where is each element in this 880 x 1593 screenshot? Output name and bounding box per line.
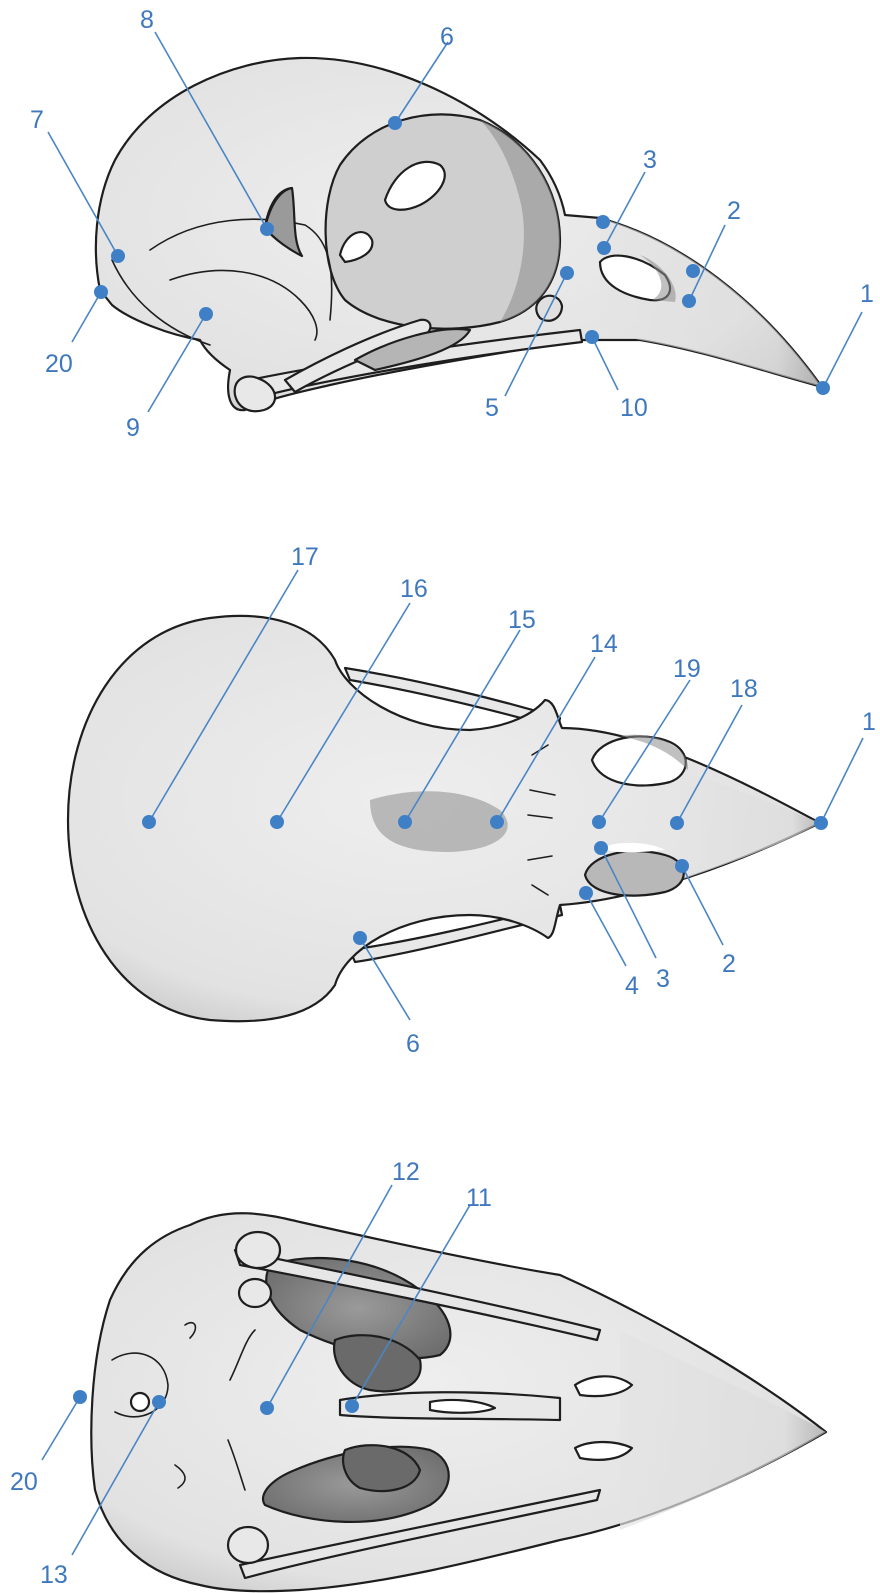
dorsal-label-16: 16	[400, 575, 428, 603]
ventral-marker-11	[345, 1399, 359, 1413]
lateral-marker-3a	[597, 241, 611, 255]
lateral-marker-1	[816, 381, 830, 395]
dorsal-marker-14	[490, 815, 504, 829]
dorsal-marker-4	[579, 886, 593, 900]
lateral-label-9: 9	[126, 414, 140, 442]
dorsal-label-14: 14	[590, 630, 618, 658]
dorsal-marker-6	[353, 931, 367, 945]
lateral-label-2: 2	[727, 197, 741, 225]
dorsal-label-2: 2	[722, 950, 736, 978]
lateral-marker-2a	[682, 294, 696, 308]
lateral-label-6: 6	[440, 23, 454, 51]
lateral-skull	[96, 58, 822, 411]
dorsal-marker-15	[398, 815, 412, 829]
lateral-marker-7	[111, 249, 125, 263]
ventral-marker-20	[73, 1390, 87, 1404]
dorsal-label-4: 4	[625, 972, 639, 1000]
dorsal-marker-17	[142, 815, 156, 829]
lateral-marker-10	[585, 330, 599, 344]
dorsal-marker-1	[814, 816, 828, 830]
dorsal-marker-2	[675, 859, 689, 873]
lateral-label-10: 10	[620, 394, 648, 422]
lateral-label-1: 1	[860, 280, 874, 308]
dorsal-label-18: 18	[730, 675, 758, 703]
dorsal-lower-nostril	[585, 851, 684, 896]
dorsal-label-19: 19	[673, 655, 701, 683]
lateral-marker-6	[388, 116, 402, 130]
dorsal-label-6: 6	[406, 1030, 420, 1058]
lateral-marker-2b	[686, 264, 700, 278]
ventral-label-13: 13	[40, 1561, 68, 1589]
ventral-quadrate-lower	[228, 1527, 268, 1563]
ventral-marker-12	[260, 1401, 274, 1415]
dorsal-skull	[68, 616, 820, 1021]
dorsal-marker-19	[592, 815, 606, 829]
lateral-label-3: 3	[643, 146, 657, 174]
ventral-skull	[91, 1213, 826, 1591]
lateral-label-7: 7	[30, 106, 44, 134]
dorsal-marker-18	[670, 816, 684, 830]
ventral-label-12: 12	[392, 1158, 420, 1186]
dorsal-label-17: 17	[291, 543, 319, 571]
dorsal-marker-3	[594, 841, 608, 855]
lateral-marker-8	[260, 222, 274, 236]
dorsal-marker-16	[270, 815, 284, 829]
lateral-label-20: 20	[45, 350, 73, 378]
ventral-quadrate-upper	[236, 1232, 280, 1268]
lateral-label-5: 5	[485, 394, 499, 422]
lateral-marker-9	[199, 307, 213, 321]
lateral-marker-3b	[596, 215, 610, 229]
lateral-beak-shade	[600, 218, 822, 387]
ventral-occipital-condyle	[131, 1393, 149, 1411]
ventral-label-20: 20	[10, 1468, 38, 1496]
lateral-label-8: 8	[140, 6, 154, 34]
dorsal-label-1: 1	[862, 708, 876, 736]
dorsal-label-15: 15	[508, 606, 536, 634]
ventral-label-11: 11	[466, 1184, 492, 1212]
ventral-marker-13	[152, 1395, 166, 1409]
dorsal-label-3: 3	[656, 965, 670, 993]
ventral-quadrate-upper-2	[239, 1279, 271, 1307]
lateral-marker-20	[94, 285, 108, 299]
lateral-marker-5	[560, 266, 574, 280]
